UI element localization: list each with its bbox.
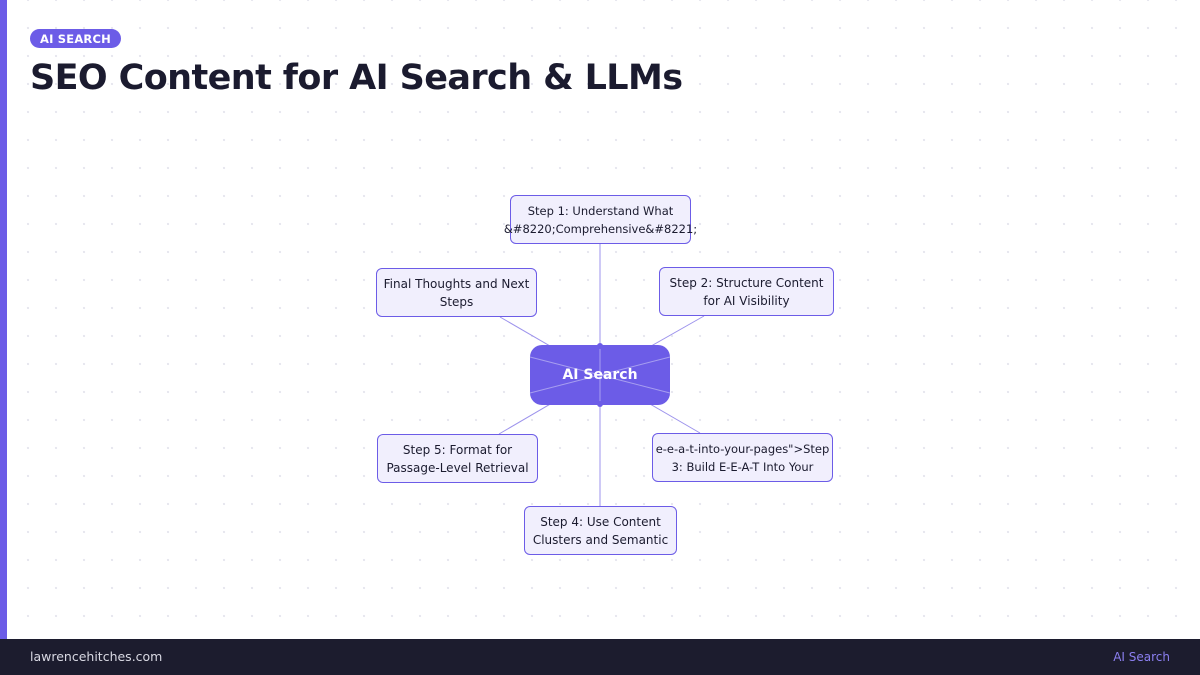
node-final-thoughts: Final Thoughts and Next Steps [376, 268, 537, 317]
node-step-2-line-2: for AI Visibility [703, 293, 790, 308]
node-step-5-line-1: Step 5: Format for [402, 442, 513, 457]
center-node-label: AI Search [562, 367, 638, 383]
node-step-1-line-1: Step 1: Understand What [527, 203, 674, 218]
footer-bar: lawrencehitches.com AI Search [0, 639, 1200, 675]
node-step-4-line-2: Clusters and Semantic [532, 532, 669, 547]
node-step-4-line-1: Step 4: Use Content [540, 514, 661, 529]
node-final-thoughts-line-1: Final Thoughts and Next [383, 276, 530, 291]
node-step-5-line-2: Passage-Level Retrieval [386, 460, 529, 475]
node-final-thoughts-line-2: Steps [439, 294, 474, 309]
node-step-1: Step 1: Understand What &#8220;Comprehen… [504, 195, 697, 244]
left-accent-bar [0, 0, 7, 639]
node-step-2-line-1: Step 2: Structure Content [669, 275, 824, 290]
footer-site-link[interactable]: lawrencehitches.com [30, 649, 163, 664]
node-step-3: e-e-a-t-into-your-pages">Step 3: Build E… [652, 433, 833, 482]
category-badge: AI SEARCH [30, 29, 121, 48]
hub-crossing-lines [529, 343, 671, 407]
node-step-5: Step 5: Format for Passage-Level Retriev… [377, 434, 538, 483]
center-node: AI Search [529, 343, 671, 407]
node-step-3-line-2: 3: Build E-E-A-T Into Your [671, 459, 814, 474]
node-step-2: Step 2: Structure Content for AI Visibil… [659, 267, 834, 316]
node-step-3-line-1: e-e-a-t-into-your-pages">Step [655, 441, 830, 456]
node-step-1-line-2: &#8220;Comprehensive&#8221; [503, 221, 698, 236]
node-step-4: Step 4: Use Content Clusters and Semanti… [524, 506, 677, 555]
mind-map-diagram: AI Search Step 1: Understand What &#8220… [376, 195, 834, 555]
footer-category-tag: AI Search [1113, 650, 1170, 664]
page-title: SEO Content for AI Search & LLMs [30, 58, 683, 98]
